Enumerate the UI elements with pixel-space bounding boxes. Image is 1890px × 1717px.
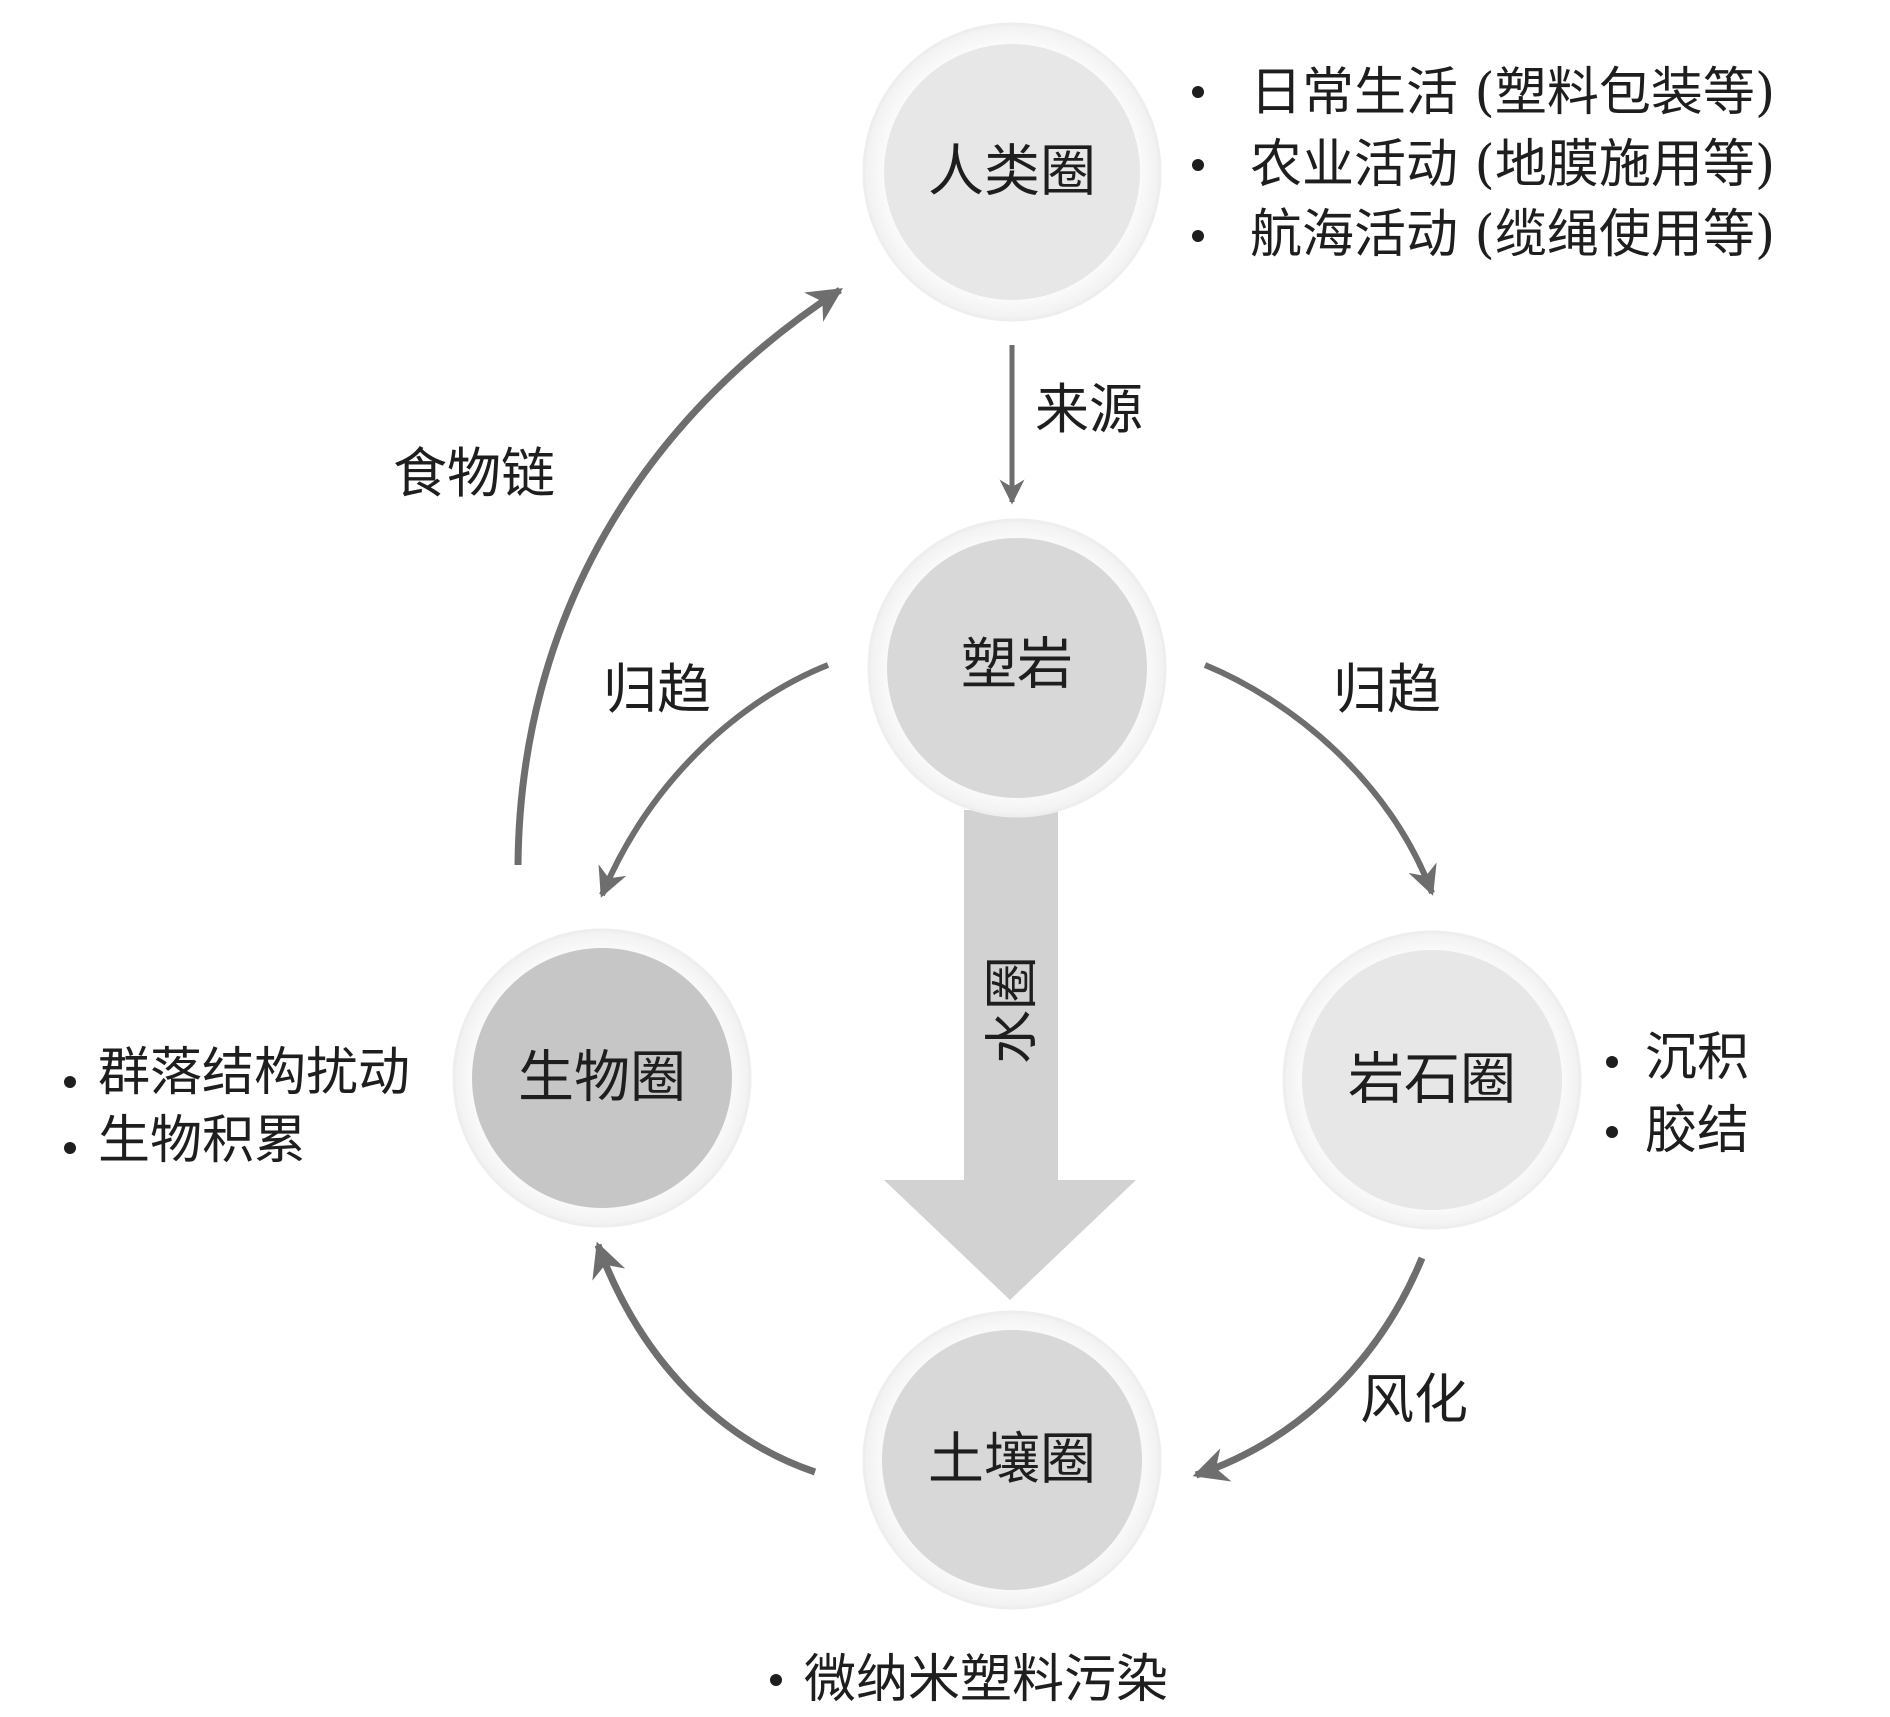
- bullet-dot-icon: [1192, 230, 1204, 242]
- bullet-dot-icon: [1606, 1126, 1618, 1138]
- bullet-bio-2: 生物积累: [98, 1111, 306, 1171]
- node-human-circle: [884, 44, 1140, 300]
- hydrosphere-arrow-shape: [884, 810, 1136, 1300]
- bullets-human: 日常生活 (塑料包装等) 农业活动 (地膜施用等) 航海活动 (缆绳使用等): [1192, 63, 1775, 265]
- bullet-human-2: 农业活动 (地膜施用等): [1250, 135, 1775, 195]
- bullet-dot-icon: [64, 1076, 76, 1088]
- hydrosphere-arrow: 水圈: [884, 810, 1136, 1300]
- food-chain-arrow: [514, 287, 843, 866]
- node-human: 人类圈: [862, 22, 1162, 322]
- hydrosphere-label: 水圈: [981, 956, 1044, 1064]
- node-rock: 岩石圈: [1282, 930, 1582, 1230]
- bullet-dot-icon: [1192, 86, 1204, 98]
- bullet-dot-icon: [64, 1142, 76, 1154]
- bullets-soil: 微纳米塑料污染: [770, 1650, 1168, 1710]
- bullet-rock-1: 沉积: [1645, 1028, 1749, 1088]
- node-plastirock-circle: [887, 538, 1147, 798]
- food-chain-label: 食物链: [393, 442, 555, 505]
- source-label: 来源: [1035, 378, 1143, 441]
- bullet-human-3: 航海活动 (缆绳使用等): [1250, 205, 1775, 265]
- bullet-human-1: 日常生活 (塑料包装等): [1250, 63, 1775, 123]
- node-bio-circle: [472, 948, 732, 1208]
- weathering-label: 风化: [1360, 1368, 1468, 1431]
- node-soil-circle: [882, 1330, 1142, 1590]
- bullet-bio-1: 群落结构扰动: [98, 1043, 410, 1103]
- edges: [514, 287, 1437, 1482]
- bullet-dot-icon: [1192, 159, 1204, 171]
- node-rock-label: 岩石圈: [1348, 1048, 1516, 1113]
- weathering-arrow: [1192, 1256, 1426, 1482]
- bullet-rock-2: 胶结: [1645, 1101, 1749, 1161]
- soil-to-bio-arrow: [592, 1241, 817, 1476]
- node-soil: 土壤圈: [862, 1310, 1162, 1610]
- node-bio: 生物圈: [452, 928, 752, 1228]
- node-rock-circle: [1302, 950, 1562, 1210]
- node-human-label: 人类圈: [928, 140, 1096, 205]
- fate-left-label: 归趋: [603, 658, 711, 721]
- bullet-dot-icon: [1606, 1056, 1618, 1068]
- node-plastirock: 塑岩: [867, 518, 1167, 818]
- node-soil-label: 土壤圈: [928, 1428, 1096, 1493]
- bullet-dot-icon: [770, 1674, 782, 1686]
- bullets-rock: 沉积 胶结: [1606, 1028, 1749, 1161]
- node-bio-label: 生物圈: [518, 1046, 686, 1111]
- node-plastirock-label: 塑岩: [961, 633, 1073, 698]
- bullets-bio: 群落结构扰动 生物积累: [64, 1043, 410, 1171]
- fate-right-label: 归趋: [1333, 658, 1441, 721]
- fate-left-arrow: [598, 662, 830, 898]
- fate-right-arrow: [1203, 662, 1437, 896]
- bullet-soil-1: 微纳米塑料污染: [804, 1650, 1168, 1710]
